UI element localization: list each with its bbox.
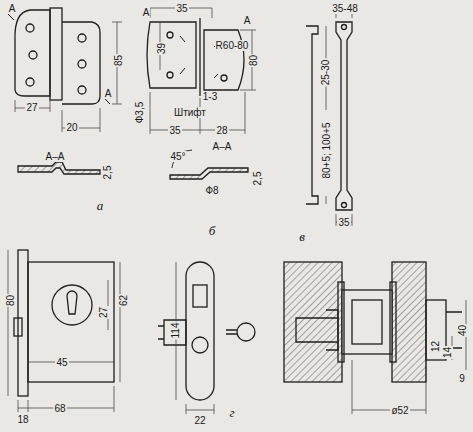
dimension-label: 14 bbox=[443, 345, 454, 358]
dimension-label: Штифт bbox=[173, 107, 207, 118]
dimension-label: 80 bbox=[5, 293, 16, 306]
dimension-label: 1-3 bbox=[202, 91, 218, 102]
dimension-label: 45 bbox=[55, 357, 68, 368]
figure-letter: г bbox=[228, 407, 235, 418]
dimension-label: 35 bbox=[337, 217, 350, 228]
dimension-label: 80+5; 100+5 bbox=[320, 121, 331, 179]
dimension-label: 35 bbox=[168, 125, 181, 136]
dimension-label: 62 bbox=[119, 293, 130, 306]
dimension-label: Ф3,5 bbox=[134, 100, 145, 124]
dimension-label: А bbox=[8, 3, 17, 14]
dimension-label: R60-80 bbox=[215, 40, 250, 51]
dimension-label: 12 bbox=[431, 339, 442, 352]
dimension-label: 2,5 bbox=[103, 164, 114, 180]
dimension-label: 27 bbox=[25, 102, 38, 113]
dimension-label: ø52 bbox=[390, 405, 409, 416]
dimension-label: А–А bbox=[212, 141, 233, 152]
dimension-label: 39 bbox=[157, 41, 168, 54]
dimension-label: 28 bbox=[215, 125, 228, 136]
dimension-label: 80 bbox=[249, 53, 260, 66]
dimension-label: 20 bbox=[65, 122, 78, 133]
dimension-label: А bbox=[104, 88, 113, 99]
figure-letter: б bbox=[208, 225, 217, 236]
dimension-label: 40 bbox=[457, 323, 468, 336]
dimension-label: 2,5 bbox=[253, 170, 264, 186]
figure-letter: в bbox=[298, 231, 306, 242]
dimension-label: 35 bbox=[175, 3, 188, 14]
dimension-label: 85 bbox=[114, 53, 125, 66]
dimension-label: А–А bbox=[45, 151, 66, 162]
dimension-label: 68 bbox=[53, 403, 66, 414]
dimension-label: А bbox=[142, 7, 151, 18]
dimension-label: Ф8 bbox=[204, 185, 219, 196]
dimension-label: 35-48 bbox=[331, 3, 359, 14]
dimension-label: 9 bbox=[458, 373, 466, 384]
dimension-label: 45° bbox=[169, 151, 186, 162]
dimension-label: А bbox=[243, 15, 252, 26]
figure-letter: а bbox=[96, 200, 105, 211]
dimension-label: 18 bbox=[16, 414, 29, 425]
dimension-label: 27 bbox=[99, 305, 110, 318]
dimension-label: 114 bbox=[170, 321, 181, 339]
dimension-label: 22 bbox=[193, 415, 206, 426]
dimension-label: 25-30 bbox=[320, 58, 331, 86]
